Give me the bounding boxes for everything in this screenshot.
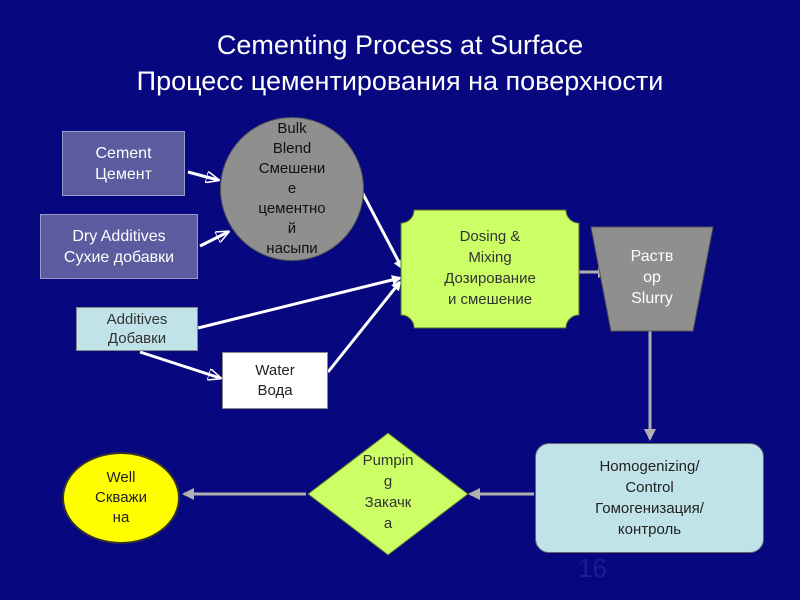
arrow-additives-to-water <box>139 350 220 378</box>
well-line-3: на <box>112 509 130 526</box>
bulk-blend-line-4: е <box>287 180 297 197</box>
additives-label-ru: Добавки <box>107 330 167 347</box>
pumping-line-3: Закачк <box>364 494 412 511</box>
slurry-line-3: Slurry <box>631 290 673 307</box>
slurry-line-2: ор <box>643 269 661 286</box>
page-title: Cementing Process at Surface <box>216 30 584 60</box>
well-circle: Well Скважи на <box>62 452 180 544</box>
dry-additives-label-en: Dry Additives <box>72 227 166 245</box>
well-line-2: Скважи <box>95 489 147 506</box>
dosing-mixing-line-2: Mixing <box>468 249 512 266</box>
bulk-blend-line-6: й <box>287 220 297 237</box>
well-line-1: Well <box>106 469 136 486</box>
slurry-label: Раств ор Slurry <box>590 246 714 309</box>
dosing-mixing-label: Dosing & Mixing Дозирование и смешение <box>400 226 580 310</box>
water-label-ru: Вода <box>257 381 293 399</box>
bulk-blend-line-7: насыпи <box>266 240 318 257</box>
bulk-blend-line-1: Bulk <box>277 120 307 137</box>
arrow-water-to-dosing <box>326 280 402 373</box>
cement-label-en: Cement <box>95 144 152 162</box>
arrow-bulk-to-dosing <box>360 191 404 270</box>
dosing-mixing-line-1: Dosing & <box>459 228 521 245</box>
homogenizing-line-2: Control <box>625 479 674 496</box>
arrow-dry-to-bulk <box>199 232 228 248</box>
homogenizing-box: Homogenizing/ Control Гомогенизация/ кон… <box>535 443 764 553</box>
pumping-line-4: а <box>383 515 393 532</box>
bulk-blend-line-5: цементно <box>258 200 326 217</box>
homogenizing-line-4: контроль <box>617 521 682 538</box>
homogenizing-line-1: Homogenizing/ <box>599 458 700 475</box>
cement-box: Cement Цемент <box>62 131 185 196</box>
dosing-mixing-line-4: и смешение <box>447 291 533 308</box>
additives-label-en: Additives <box>106 311 168 328</box>
pumping-label: Pumpin g Закачк а <box>307 450 469 534</box>
page-subtitle: Процесс цементирования на поверхности <box>136 66 664 96</box>
page-number: 16 <box>578 553 607 583</box>
bulk-blend-line-3: Смешени <box>258 160 326 177</box>
pumping-line-2: g <box>383 473 393 490</box>
water-box: Water Вода <box>222 352 328 409</box>
bulk-blend-line-2: Blend <box>272 140 312 157</box>
bulk-blend-circle: Bulk Blend Смешени е цементно й насыпи <box>220 117 364 261</box>
additives-box: Additives Добавки <box>76 307 198 351</box>
pumping-shape <box>307 432 469 556</box>
arrow-additives-to-dosing <box>197 275 402 330</box>
cement-label-ru: Цемент <box>95 165 152 183</box>
pumping-line-1: Pumpin <box>362 452 414 469</box>
dosing-mixing-shape <box>400 209 580 329</box>
dosing-mixing-line-3: Дозирование <box>444 270 536 287</box>
dry-additives-box: Dry Additives Сухие добавки <box>40 214 198 279</box>
slurry-line-1: Раств <box>630 248 674 265</box>
dry-additives-label-ru: Сухие добавки <box>63 248 175 266</box>
slurry-shape <box>590 226 714 332</box>
arrow-cement-to-bulk <box>187 170 218 180</box>
water-label-en: Water <box>255 361 295 379</box>
homogenizing-line-3: Гомогенизация/ <box>595 500 704 517</box>
